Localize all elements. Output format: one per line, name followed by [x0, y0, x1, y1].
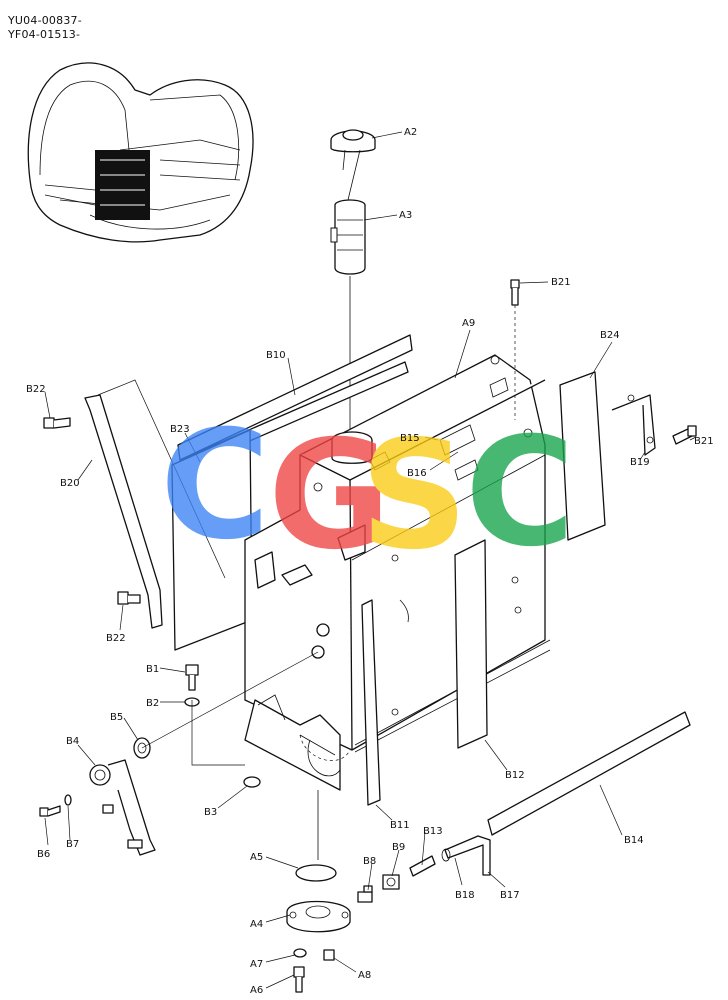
label-a8: A8 — [358, 970, 371, 981]
label-b1: B1 — [146, 664, 159, 675]
machine-overview-inset — [27, 62, 254, 243]
sender-b4 — [89, 759, 156, 856]
bolt-b21-top — [510, 279, 520, 306]
label-b2: B2 — [146, 698, 159, 709]
radiator-block — [95, 150, 150, 220]
watermark-letter-s: S — [360, 409, 468, 583]
strainer — [330, 199, 366, 275]
header-line-2: YF04-01513- — [8, 28, 81, 41]
fitting-b8 — [357, 885, 373, 903]
label-b21-top: B21 — [551, 277, 571, 288]
o-ring-a5 — [295, 864, 337, 882]
washer-b7 — [64, 794, 72, 806]
gauge-axis — [141, 651, 319, 749]
label-b9: B9 — [392, 842, 405, 853]
label-b11: B11 — [390, 820, 410, 831]
label-a9: A9 — [462, 318, 475, 329]
watermark-letter-c1: C — [160, 399, 270, 573]
label-b7: B7 — [66, 839, 79, 850]
label-b3: B3 — [204, 807, 217, 818]
label-b18: B18 — [455, 890, 475, 901]
label-b12: B12 — [505, 770, 525, 781]
b20-ref-line — [97, 379, 226, 579]
leader-lines — [44, 131, 697, 989]
block-b24 — [559, 371, 606, 541]
label-b6: B6 — [37, 849, 50, 860]
label-b16: B16 — [407, 468, 427, 479]
label-b19: B19 — [630, 457, 650, 468]
screw-b6 — [39, 805, 61, 817]
label-b20: B20 — [60, 478, 80, 489]
label-b17: B17 — [500, 890, 520, 901]
label-a4: A4 — [250, 919, 263, 930]
header-line-1: YU04-00837- — [8, 14, 82, 27]
label-a7: A7 — [250, 959, 263, 970]
label-b22-bottom: B22 — [106, 633, 126, 644]
label-a6: A6 — [250, 985, 263, 996]
label-b4: B4 — [66, 736, 79, 747]
bolt-b21-right — [672, 425, 697, 445]
label-b14: B14 — [624, 835, 644, 846]
drain-flange-a4 — [286, 900, 351, 933]
bracket-b19 — [611, 394, 656, 456]
label-b13: B13 — [423, 826, 443, 837]
fitting-b9 — [382, 874, 400, 890]
label-b15: B15 — [400, 433, 420, 444]
bolt-a6 — [293, 966, 305, 993]
connector-b13 — [409, 855, 436, 877]
b1-axis — [191, 700, 245, 766]
pipe-b17 — [441, 835, 491, 876]
watermark-letter-c2: C — [465, 406, 575, 580]
cgsc-watermark: C G S C — [160, 399, 575, 583]
label-b8: B8 — [363, 856, 376, 867]
label-b5: B5 — [110, 712, 123, 723]
bar-b12 — [454, 539, 488, 749]
bolt-b22-bottom — [117, 591, 141, 605]
label-b21-right: B21 — [694, 436, 714, 447]
label-a3: A3 — [399, 210, 412, 221]
rail-b14 — [487, 711, 691, 836]
part-labels: A2 A3 A9 B21 B24 B10 B22 B23 B15 B16 B21… — [26, 127, 714, 996]
label-b24: B24 — [600, 330, 620, 341]
label-b22-top: B22 — [26, 384, 46, 395]
label-b10: B10 — [266, 350, 286, 361]
bottom-hidden-line — [299, 734, 351, 761]
bar-b11 — [361, 599, 381, 806]
stay-b20 — [84, 394, 163, 629]
label-a5: A5 — [250, 852, 263, 863]
bolt-b22-top — [43, 417, 71, 429]
label-a2: A2 — [404, 127, 417, 138]
label-b23: B23 — [170, 424, 190, 435]
fuel-cap — [330, 129, 376, 201]
washer-a7 — [293, 948, 307, 958]
bolt-b1 — [185, 664, 199, 691]
watermark-letter-g: G — [268, 409, 391, 583]
nut-a8 — [323, 949, 335, 961]
washer-b3 — [243, 776, 261, 788]
